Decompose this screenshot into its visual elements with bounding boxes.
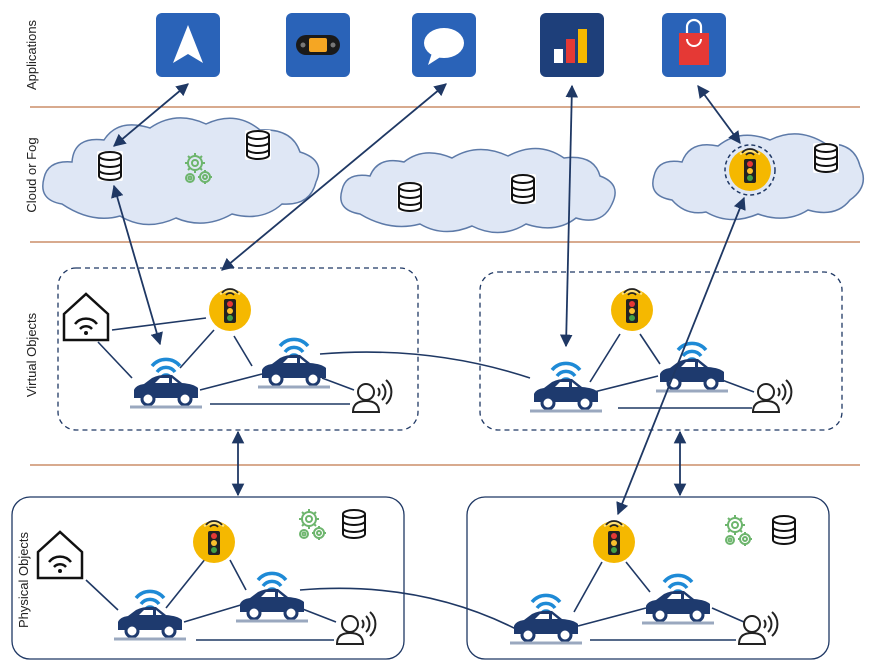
database-icon xyxy=(340,508,368,540)
cloud-middle xyxy=(340,147,616,234)
arrow-nav-to-cloud xyxy=(113,83,189,147)
navigation-app[interactable] xyxy=(156,13,220,77)
database-icon xyxy=(396,181,424,213)
layer-label-physical: Physical Objects xyxy=(16,531,31,628)
person-icon xyxy=(752,379,793,413)
smart-home-icon xyxy=(36,530,84,580)
person-icon xyxy=(336,611,377,645)
layer-label-virtual: Virtual Objects xyxy=(24,312,39,397)
physical-group-left xyxy=(11,496,405,660)
traffic-light-icon xyxy=(591,519,637,565)
database-icon xyxy=(509,173,537,205)
cross-layer-arrows xyxy=(111,83,746,516)
gears-icon xyxy=(298,508,327,541)
smart-home-icon xyxy=(62,292,110,342)
connected-car-icon xyxy=(128,357,204,409)
arrow-analytics-to-virtual-car xyxy=(559,84,579,348)
connected-car-icon xyxy=(654,341,730,393)
chat-app[interactable] xyxy=(412,13,476,77)
connected-car-icon xyxy=(528,361,604,413)
traffic-light-icon xyxy=(609,287,655,333)
arrow-shop-to-cloud-light xyxy=(697,84,741,145)
network-links xyxy=(85,317,755,641)
game-app[interactable] xyxy=(286,13,350,77)
connected-car-icon xyxy=(508,593,584,645)
game-console-icon xyxy=(296,35,340,55)
connected-car-icon xyxy=(640,573,716,625)
traffic-light-icon xyxy=(207,287,253,333)
arrow-cloud-to-virtual-car xyxy=(111,184,163,346)
layer-label-applications: Applications xyxy=(24,19,39,90)
person-icon xyxy=(352,379,393,413)
shopping-bag-icon xyxy=(679,18,709,65)
shopping-app[interactable] xyxy=(662,13,726,77)
application-tiles xyxy=(156,13,726,77)
cloud-left xyxy=(42,117,320,226)
traffic-light-icon xyxy=(727,147,773,193)
layer-label-cloud: Cloud or Fog xyxy=(24,137,39,212)
arrow-cloud-light-to-physical-light xyxy=(616,196,746,516)
bar-chart-icon xyxy=(554,29,587,63)
arrow-chat-to-traffic-light xyxy=(221,83,447,271)
analytics-app[interactable] xyxy=(540,13,604,77)
traffic-light-icon xyxy=(191,519,237,565)
chat-bubble-icon xyxy=(424,28,464,65)
gears-icon xyxy=(724,514,753,547)
person-icon xyxy=(738,611,779,645)
connected-car-icon xyxy=(256,337,332,389)
database-icon xyxy=(770,514,798,546)
connected-car-icon xyxy=(112,589,188,641)
navigation-arrow-icon xyxy=(173,25,203,63)
connected-car-icon xyxy=(234,571,310,623)
database-icon xyxy=(96,150,124,182)
database-icon xyxy=(812,142,840,174)
cloud-traffic-light xyxy=(724,144,776,196)
database-icon xyxy=(244,129,272,161)
